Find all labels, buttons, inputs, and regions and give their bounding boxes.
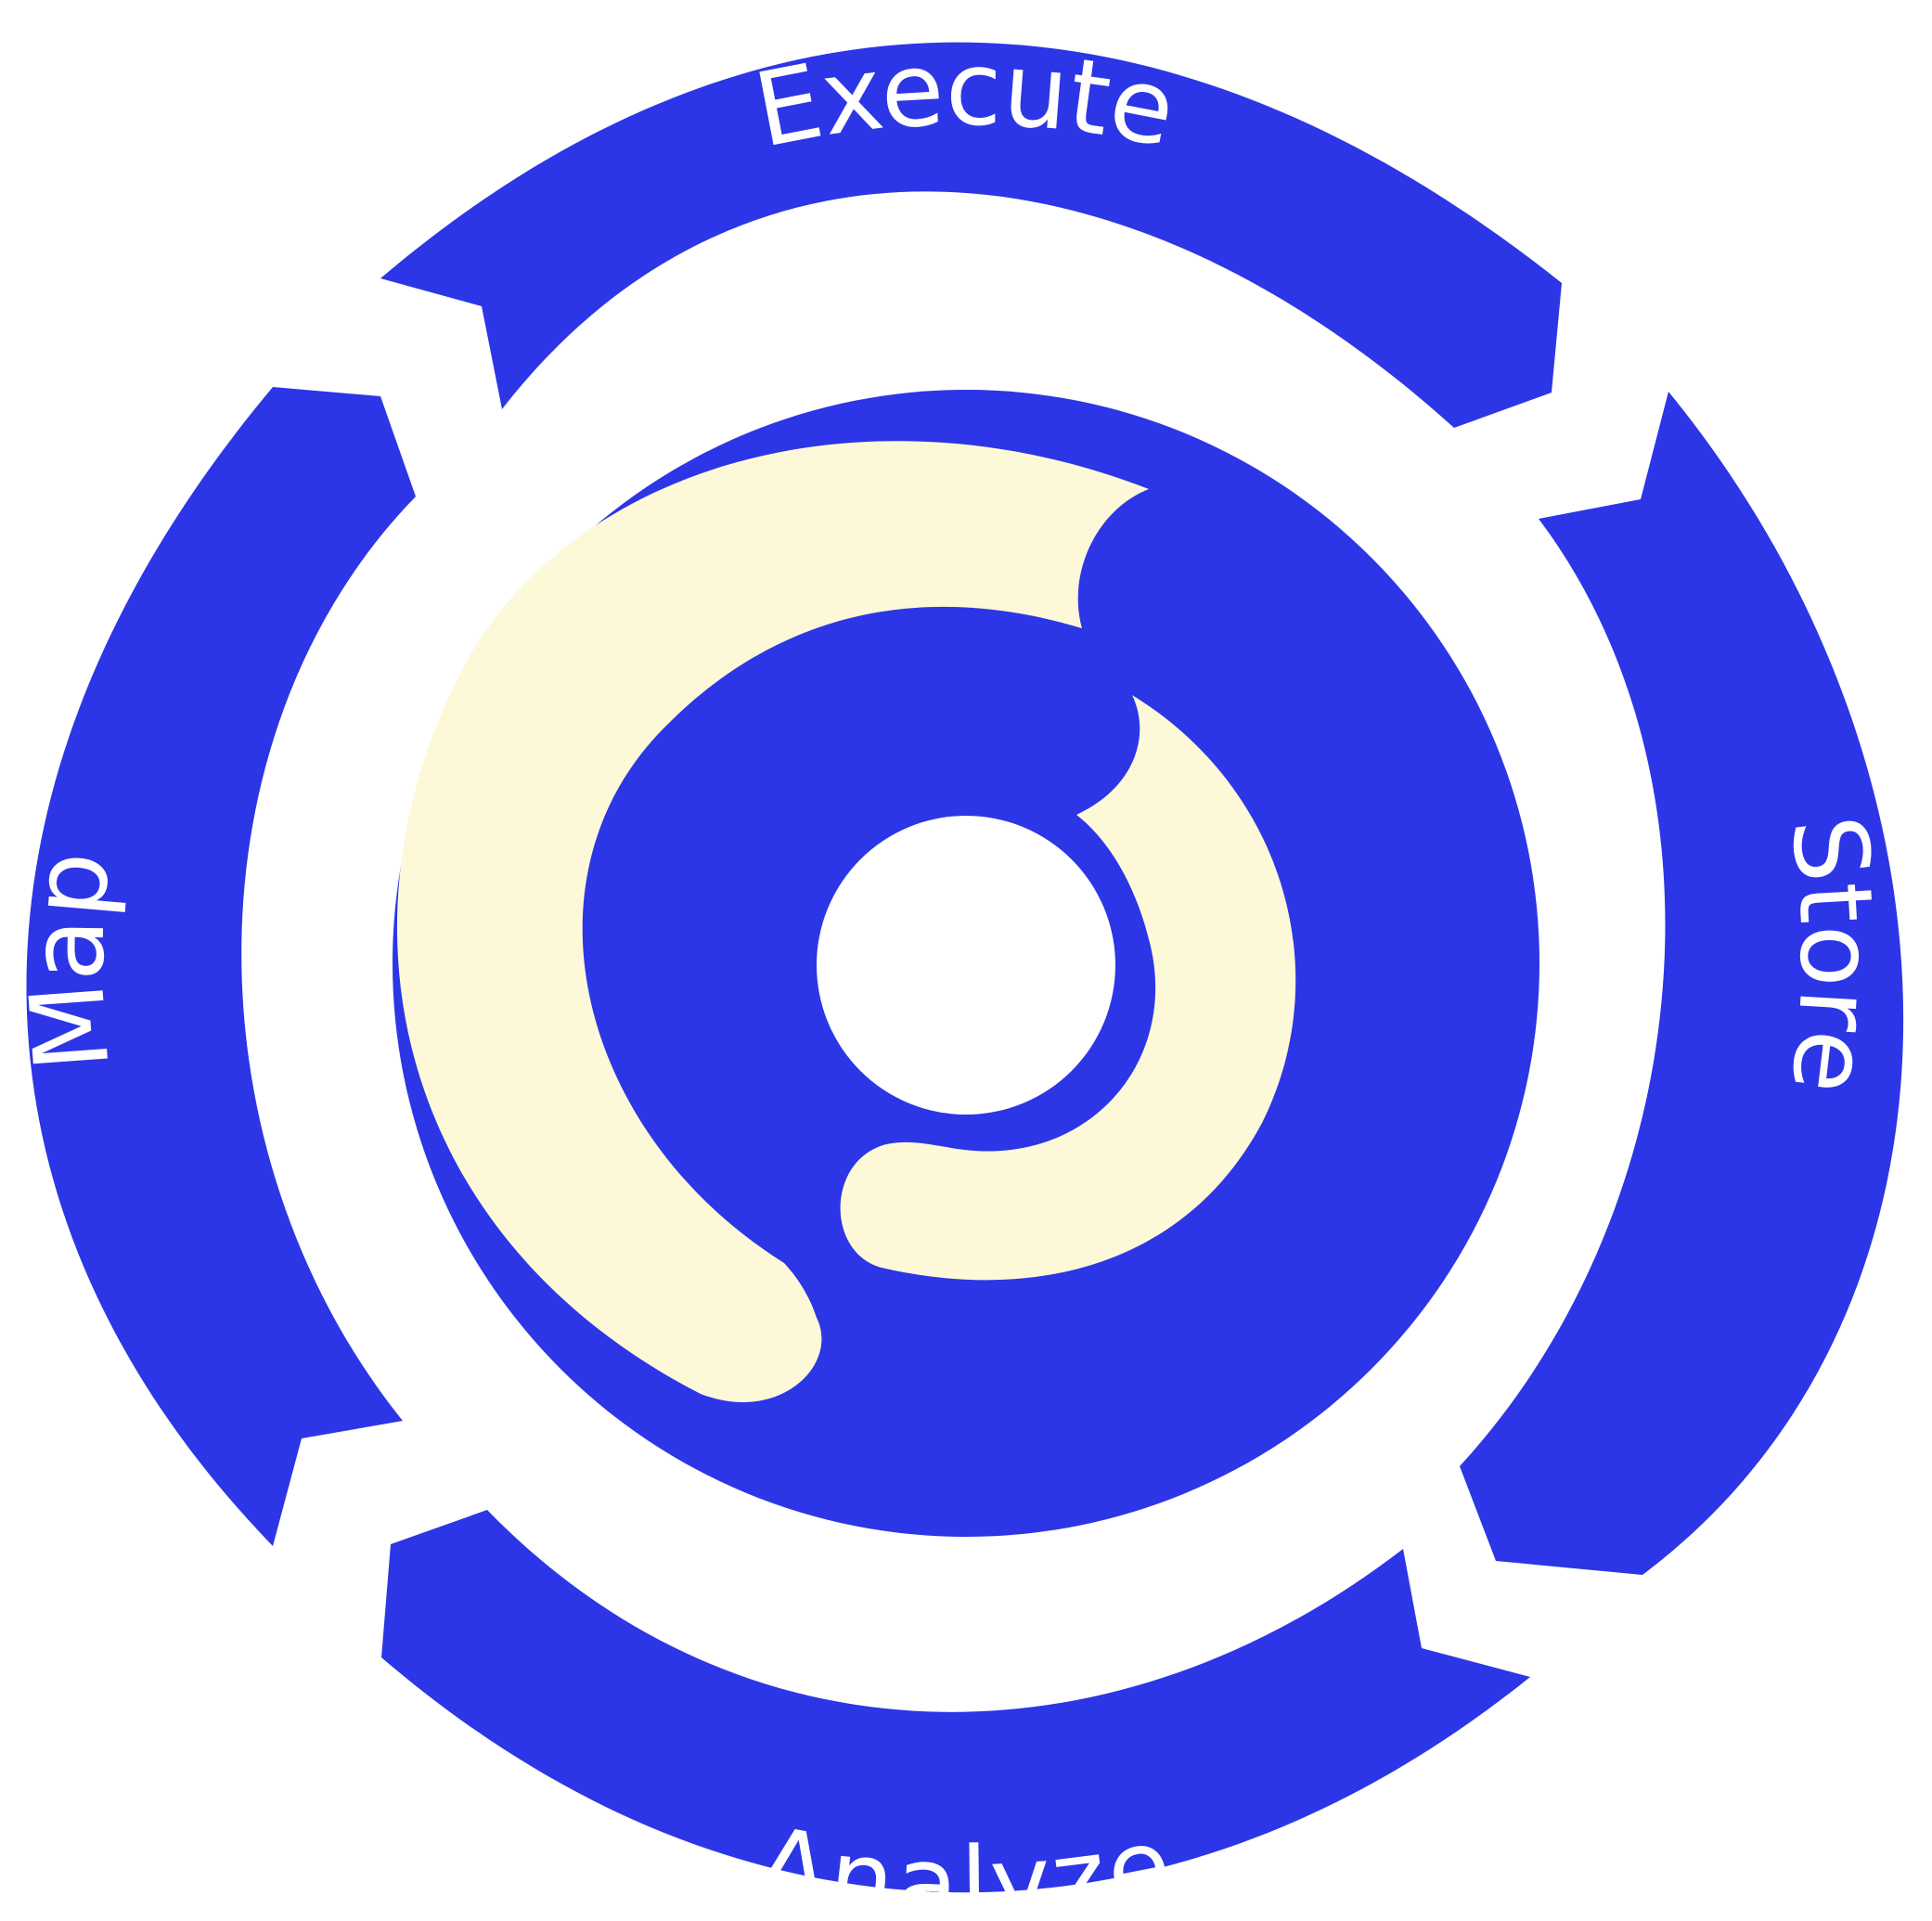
map-segment [26, 387, 416, 1546]
analyze-segment [381, 1510, 1530, 1893]
store-label: Store [1768, 810, 1897, 1102]
execute-segment [380, 42, 1562, 428]
store-segment [1460, 392, 1904, 1575]
inner-arc [840, 695, 1296, 1281]
outer-c-arc [396, 441, 1149, 1402]
center-logo [393, 390, 1539, 1537]
logo-center-dot [817, 816, 1115, 1115]
cycle-labels: Execute Store Analyze Map [7, 30, 1897, 1921]
execute-label: Execute [746, 30, 1187, 171]
map-label: Map [7, 845, 133, 1076]
cycle-ring [26, 42, 1904, 1893]
